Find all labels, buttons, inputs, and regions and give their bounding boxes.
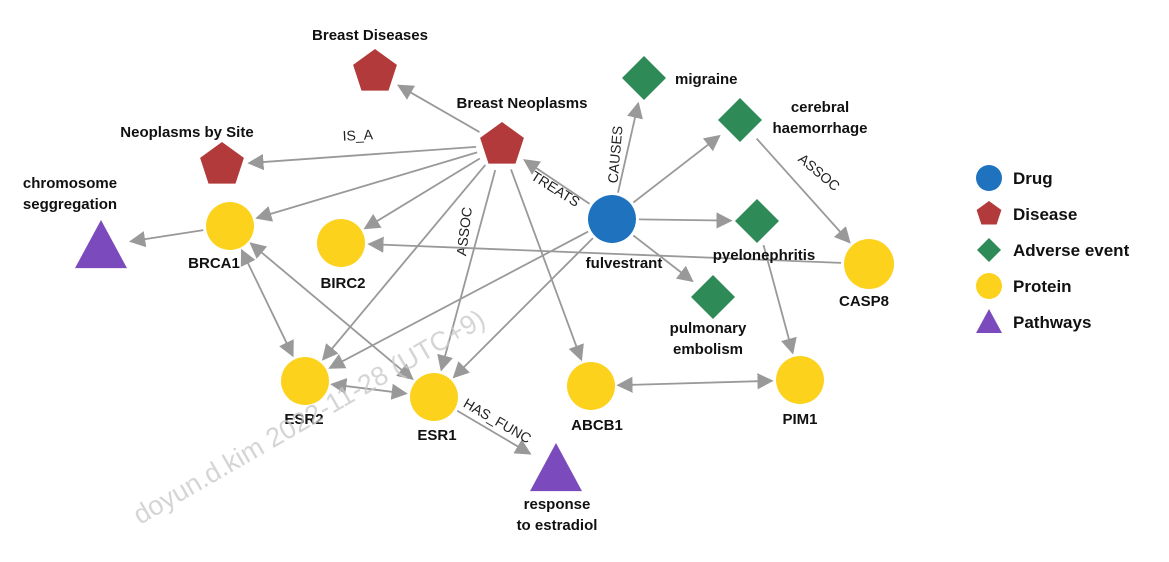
legend-item-pathway: Pathways [976, 309, 1091, 334]
edge-fulvestrant-breast_neoplasms [523, 159, 591, 205]
node-label-esr2: ESR2 [284, 411, 323, 428]
legend-item-adverse_event: Adverse event [977, 238, 1130, 262]
edge-breast_neoplasms-abcb1 [510, 169, 584, 362]
node-casp8[interactable] [844, 239, 894, 289]
node-label-breast_neoplasms: Breast Neoplasms [457, 95, 588, 112]
edge-breast_neoplasms-brca1 [255, 151, 478, 222]
node-cerebral[interactable] [718, 98, 762, 142]
node-label-neoplasms_by_site: Neoplasms by Site [120, 124, 253, 141]
node-pim1[interactable] [776, 356, 824, 404]
legend-icon-adverse_event [977, 238, 1001, 262]
edge-breast_neoplasms-neoplasms_by_site [247, 145, 477, 171]
node-label-breast_diseases: Breast Diseases [312, 27, 428, 44]
legend-icon-disease [976, 201, 1002, 225]
legend-label-disease: Disease [1013, 205, 1077, 224]
node-response_estradiol[interactable] [530, 443, 582, 492]
legend-item-disease: Disease [976, 201, 1077, 225]
legend-icon-pathway [976, 309, 1002, 334]
node-pyelonephritis[interactable] [735, 199, 779, 243]
edge-label-causes: CAUSES [605, 125, 626, 184]
nodes-layer [75, 49, 894, 492]
edge-breast_neoplasms-breast_diseases [397, 84, 480, 133]
edge-fulvestrant-migraine [617, 101, 643, 193]
edge-label-treats: TREATS [528, 168, 582, 210]
edge-breast_neoplasms-esr1 [437, 169, 497, 372]
edge-cerebral-casp8 [756, 138, 851, 244]
legend-item-protein: Protein [976, 273, 1072, 299]
node-label-brca1: BRCA1 [188, 255, 240, 272]
node-neoplasms_by_site[interactable] [200, 142, 244, 184]
node-label-esr1: ESR1 [417, 427, 456, 444]
node-pulmonary[interactable] [691, 275, 735, 319]
legend-label-protein: Protein [1013, 277, 1072, 296]
edge-abcb1-pim1 [616, 373, 774, 393]
node-label-pim1: PIM1 [782, 411, 817, 428]
edge-brca1-chromosome_seg [129, 229, 204, 248]
node-label-migraine: migraine [675, 71, 738, 88]
node-migraine[interactable] [622, 56, 666, 100]
node-abcb1[interactable] [567, 362, 615, 410]
edge-fulvestrant-pulmonary [632, 234, 694, 283]
node-breast_neoplasms[interactable] [480, 122, 524, 164]
edge-brca1-esr2 [240, 248, 294, 358]
node-brca1[interactable] [206, 202, 254, 250]
legend-icon-protein [976, 273, 1002, 299]
edge-label-assoc: ASSOC [453, 206, 475, 257]
edge-fulvestrant-esr1 [452, 237, 594, 379]
edge-label-assoc: ASSOC [795, 150, 843, 194]
edge-pyelonephritis-pim1 [762, 244, 797, 355]
legend-label-pathway: Pathways [1013, 313, 1091, 332]
node-birc2[interactable] [317, 219, 365, 267]
edge-fulvestrant-pyelonephritis [638, 212, 733, 229]
edge-breast_neoplasms-birc2 [363, 157, 481, 230]
node-label-casp8: CASP8 [839, 293, 889, 310]
edge-label-is_a: IS_A [342, 126, 374, 144]
node-label-fulvestrant: fulvestrant [586, 255, 663, 272]
node-label-birc2: BIRC2 [320, 275, 365, 292]
legend-label-adverse_event: Adverse event [1013, 241, 1130, 260]
node-fulvestrant[interactable] [588, 195, 636, 243]
node-esr1[interactable] [410, 373, 458, 421]
node-esr2[interactable] [281, 357, 329, 405]
edge-casp8-birc2 [367, 236, 842, 264]
edge-fulvestrant-cerebral [632, 134, 721, 204]
legend-icon-drug [976, 165, 1002, 191]
edge-esr2-esr1 [330, 378, 408, 400]
edge-label-has_func: HAS_FUNC [461, 395, 534, 447]
edge-brca1-esr1 [249, 242, 414, 381]
node-chromosome_seg[interactable] [75, 220, 127, 269]
legend-item-drug: Drug [976, 165, 1053, 191]
node-breast_diseases[interactable] [353, 49, 397, 91]
node-label-abcb1: ABCB1 [571, 417, 623, 434]
edge-esr1-response_estradiol [456, 409, 532, 455]
node-label-pyelonephritis: pyelonephritis [713, 247, 816, 264]
legend-label-drug: Drug [1013, 169, 1053, 188]
